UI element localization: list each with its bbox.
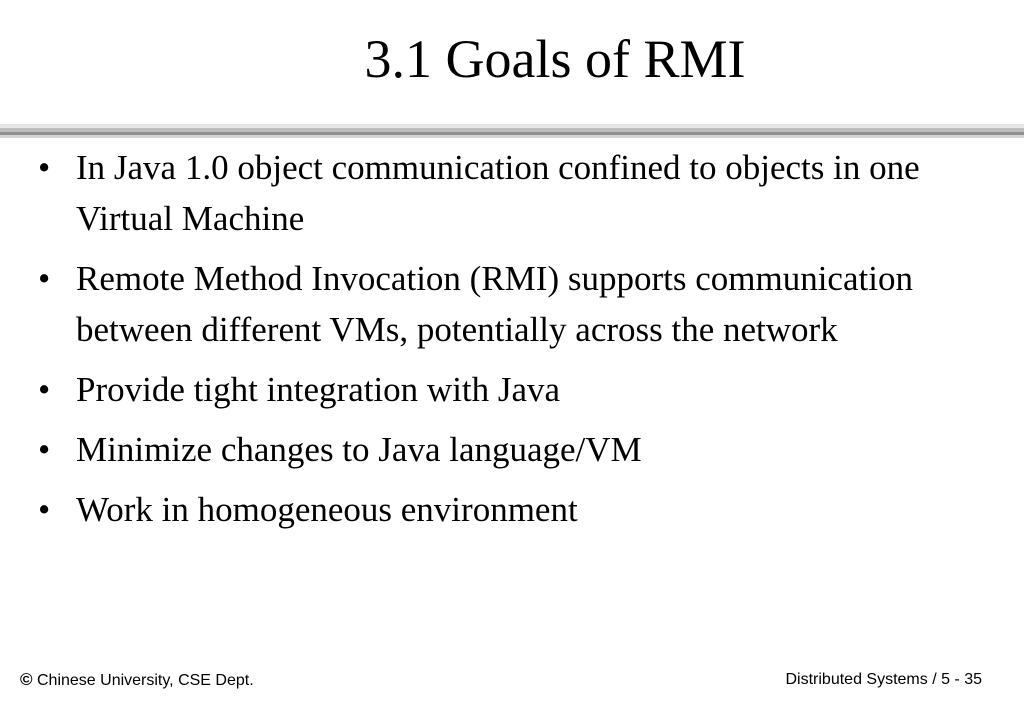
bullet-text: In Java 1.0 object communication confine… — [76, 148, 920, 238]
bullet-dot-icon: • — [38, 370, 51, 409]
bullet-item: • Provide tight integration with Java — [38, 364, 998, 415]
bullet-item: • Work in homogeneous environment — [38, 484, 998, 535]
bullet-text: Remote Method Invocation (RMI) supports … — [76, 259, 913, 349]
title-divider-band — [0, 128, 1024, 132]
title-divider-band — [0, 135, 1024, 138]
bullet-list: • In Java 1.0 object communication confi… — [38, 142, 998, 544]
bullet-dot-icon: • — [38, 490, 51, 529]
footer-organization: Chinese University, CSE Dept. — [36, 672, 254, 689]
bullet-item: • Minimize changes to Java language/VM — [38, 424, 998, 475]
bullet-text: Provide tight integration with Java — [76, 370, 561, 409]
title-divider-band — [0, 132, 1024, 135]
bullet-text: Work in homogeneous environment — [76, 490, 578, 529]
bullet-item: • In Java 1.0 object communication confi… — [38, 142, 998, 244]
copyright-icon: © — [20, 670, 33, 689]
bullet-dot-icon: • — [38, 259, 51, 298]
bullet-item: • Remote Method Invocation (RMI) support… — [38, 253, 998, 355]
slide-title: 3.1 Goals of RMI — [364, 29, 746, 89]
footer-copyright: © Chinese University, CSE Dept. — [20, 670, 254, 691]
bullet-dot-icon: • — [38, 430, 51, 469]
bullet-dot-icon: • — [38, 148, 51, 187]
footer-page-label: Distributed Systems / 5 - 35 — [785, 671, 982, 688]
title-divider-band — [0, 124, 1024, 128]
bullet-text: Minimize changes to Java language/VM — [76, 430, 642, 469]
